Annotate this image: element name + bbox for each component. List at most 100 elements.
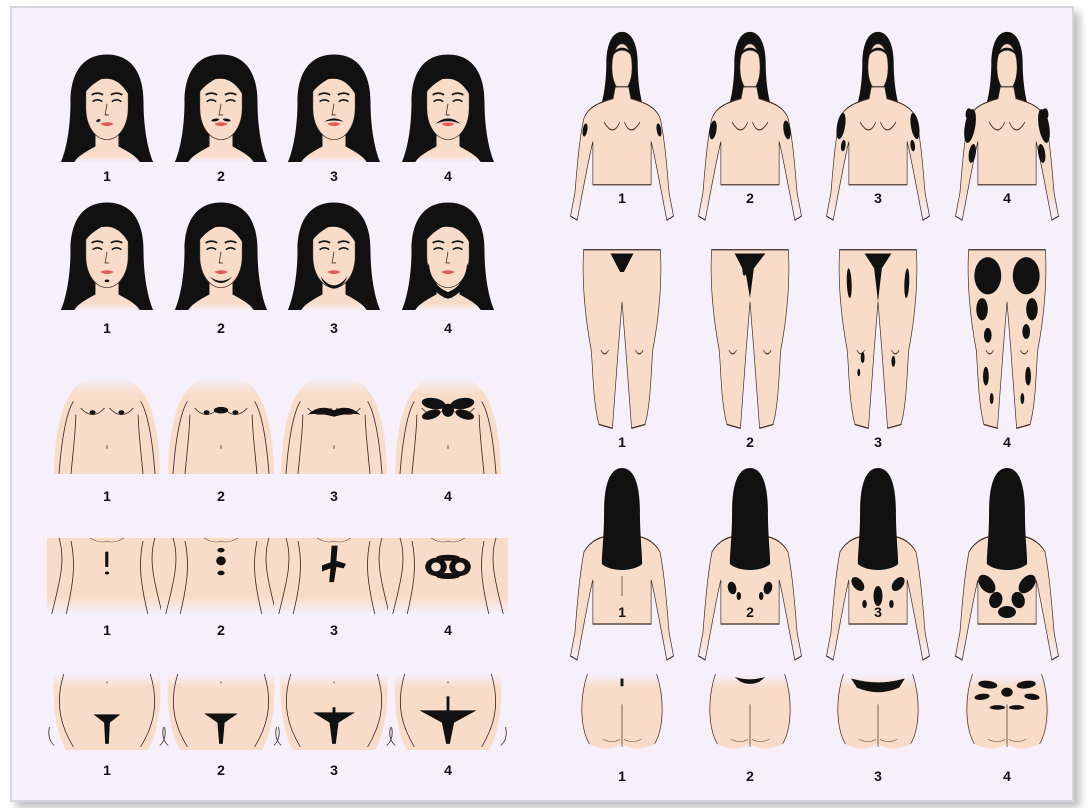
thighs-grade-label: 4 [987, 434, 1027, 450]
thighs-grade-label: 3 [858, 434, 898, 450]
chest-hair [442, 404, 454, 417]
thighs-figure-grade-2 [702, 246, 798, 432]
lower-back-grade-label: 4 [987, 768, 1027, 784]
upper-back-grade-label: 3 [858, 604, 898, 620]
thigh-hair [857, 369, 860, 376]
upper-abdomen-grade-label: 3 [314, 622, 354, 638]
lower-abdomen-grade-label: 2 [201, 762, 241, 778]
upper-lip-grade-label: 2 [201, 168, 241, 184]
upper-abdomen-grade-label: 2 [201, 622, 241, 638]
arm-hair [966, 108, 973, 120]
chest-hair [118, 410, 124, 414]
arm-hair [1042, 108, 1049, 120]
chin-figure-grade-1 [59, 198, 155, 310]
lower-back-grade-label: 1 [602, 768, 642, 784]
thighs-figure-grade-3 [830, 246, 926, 432]
hair-shape [858, 468, 898, 570]
chin-figure-grade-3 [286, 198, 382, 310]
upper-abdomen-figure-grade-2 [161, 538, 281, 614]
chest-hair [232, 410, 238, 414]
thigh-hair [974, 257, 1001, 294]
thigh-hair [1026, 298, 1038, 320]
lower-back-figure-grade-3 [830, 674, 926, 750]
upper-back-grade-label: 1 [602, 604, 642, 620]
thigh-hair [1022, 324, 1030, 339]
lower-abdomen-grade-label: 1 [87, 762, 127, 778]
upper-abdomen-figure-grade-4 [388, 538, 508, 614]
chin-hair [105, 280, 110, 283]
upper-back-figure-grade-1 [566, 464, 678, 664]
chest-figure-grade-1 [47, 364, 167, 474]
torso-shape [54, 377, 160, 474]
torso-shape [395, 377, 501, 474]
lower-back-figure-grade-1 [574, 674, 670, 750]
chin-grade-label: 4 [428, 320, 468, 336]
abdomen-hair [105, 571, 109, 574]
upper-back-figure-grade-4 [951, 464, 1063, 664]
lower-abdomen-grade-label: 4 [428, 762, 468, 778]
sacral-hair [1001, 688, 1013, 697]
chest-figure-grade-2 [161, 364, 281, 474]
chest-grade-label: 4 [428, 488, 468, 504]
abdomen-hair [217, 548, 224, 553]
back-hair [759, 592, 763, 600]
thighs-grade-label: 1 [602, 434, 642, 450]
thigh-hair [891, 356, 895, 367]
thigh-hair [983, 367, 989, 386]
back-hair [737, 592, 741, 600]
thigh-hair [861, 352, 865, 363]
abdomen-hair [436, 573, 460, 579]
upper-abdomen-grade-label: 1 [87, 622, 127, 638]
chest-hair [90, 410, 96, 414]
chin-figure-grade-4 [400, 198, 496, 310]
upper-arms-grade-label: 4 [987, 190, 1027, 206]
abdomen-hair [436, 555, 460, 561]
hair-shape [987, 468, 1027, 570]
upper-back-figure-grade-3 [822, 464, 934, 664]
chin-grade-label: 1 [87, 320, 127, 336]
upper-lip-figure-grade-3 [286, 50, 382, 162]
sacral-hair [621, 679, 624, 687]
lower-abdomen-figure-grade-2 [161, 674, 281, 750]
thighs-grade-label: 2 [730, 434, 770, 450]
thigh-hair [1013, 257, 1040, 294]
upper-lip-figure-grade-1 [59, 50, 155, 162]
upper-arms-grade-label: 2 [730, 190, 770, 206]
lower-abdomen-figure-grade-3 [274, 674, 394, 750]
lower-back-figure-grade-2 [702, 674, 798, 750]
midline-hair [333, 707, 336, 718]
thighs-figure-grade-4 [959, 246, 1055, 432]
upper-arms-grade-label: 3 [858, 190, 898, 206]
abdomen-hair [105, 552, 108, 567]
chest-figure-grade-4 [388, 364, 508, 474]
upper-back-grade-label: 4 [987, 604, 1027, 620]
legs-shape [583, 250, 661, 429]
lower-abdomen-figure-grade-1 [47, 674, 167, 750]
upper-abdomen-grade-label: 4 [428, 622, 468, 638]
lower-back-grade-label: 2 [730, 768, 770, 784]
upper-abdomen-figure-grade-3 [274, 538, 394, 614]
skin-gap [431, 562, 441, 571]
chin-grade-label: 2 [201, 320, 241, 336]
midline-hair [447, 696, 450, 718]
hair-shape [602, 468, 642, 570]
chest-grade-label: 2 [201, 488, 241, 504]
lower-abdomen-grade-label: 3 [314, 762, 354, 778]
upper-abdomen-figure-grade-1 [47, 538, 167, 614]
lower-abdomen-figure-grade-4 [388, 674, 508, 750]
upper-lip-figure-grade-4 [400, 50, 496, 162]
abdomen-hair [216, 556, 226, 565]
chest-grade-label: 3 [314, 488, 354, 504]
thigh-hair [990, 393, 994, 404]
thigh-hair [976, 298, 988, 320]
torso-shape [168, 377, 274, 474]
thigh-hair [1025, 367, 1031, 386]
sacral-hair [990, 705, 1005, 710]
lower-back-figure-grade-4 [959, 674, 1055, 750]
upper-lip-grade-label: 4 [428, 168, 468, 184]
thighs-figure-grade-1 [574, 246, 670, 432]
abdomen-hair [217, 571, 224, 576]
torso-shape [281, 377, 387, 474]
